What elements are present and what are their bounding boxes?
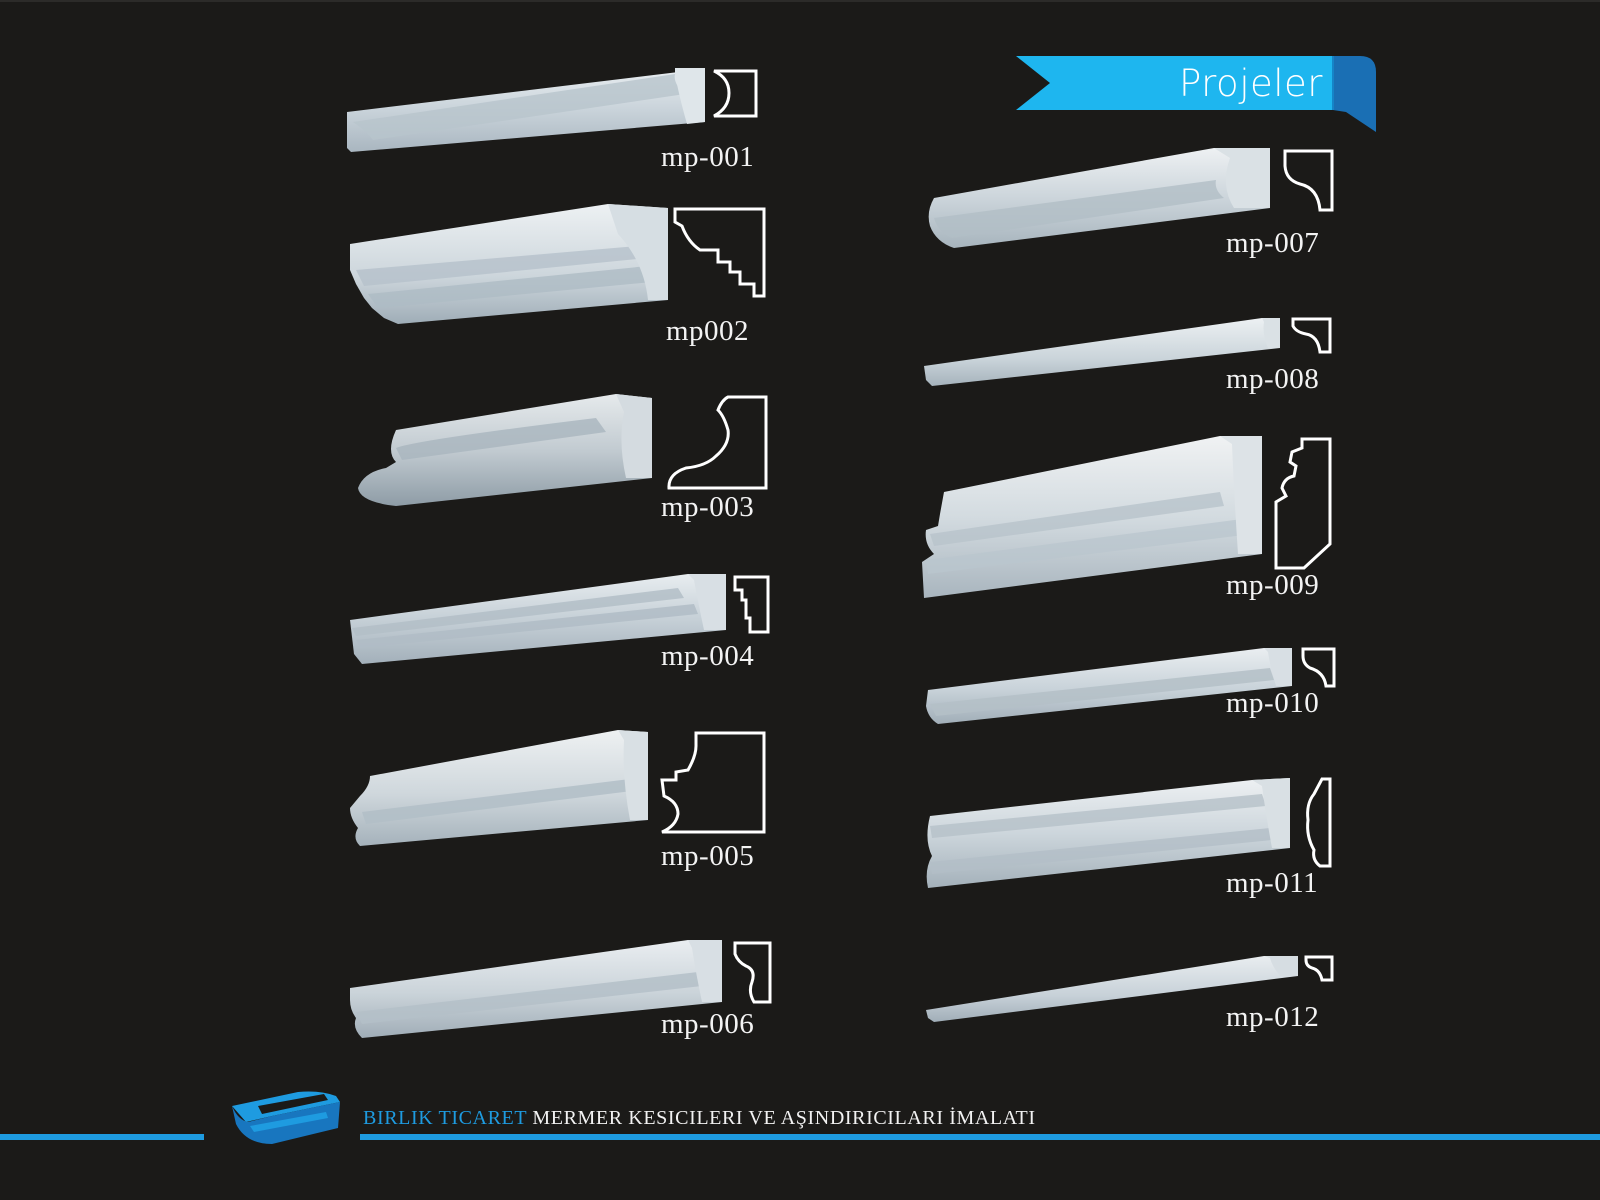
footer-line-left: [0, 1134, 204, 1140]
profile-mp-002-icon: [673, 207, 766, 298]
molding-mp-008-image: [924, 318, 1280, 386]
birlik-logo-icon: [232, 1091, 340, 1144]
product-code-mp-006: mp-006: [661, 1008, 755, 1040]
molding-mp-007-image: [928, 148, 1270, 248]
top-rule: [0, 0, 1600, 2]
projects-banner: Projeler: [1016, 54, 1376, 134]
molding-mp-002-image: [350, 204, 668, 324]
profile-mp-001-icon: [713, 69, 758, 118]
molding-mp-012-image: [926, 956, 1298, 1022]
profile-mp-009-icon: [1274, 437, 1332, 570]
profile-mp-010-icon: [1301, 647, 1336, 688]
footer-tagline: MERMER KESICILERI VE AŞINDIRICILARI İMAL…: [532, 1107, 1036, 1129]
molding-mp-009-image: [922, 436, 1262, 598]
product-code-mp-003: mp-003: [661, 491, 755, 523]
product-code-mp-001: mp-001: [661, 141, 755, 173]
product-code-mp-008: mp-008: [1226, 363, 1320, 395]
product-code-mp-009: mp-009: [1226, 569, 1320, 601]
footer-brand-birlik: BIRLIK: [363, 1107, 434, 1129]
profile-mp-011-icon: [1306, 777, 1332, 868]
product-code-mp-005: mp-005: [661, 840, 755, 872]
profile-mp-003-icon: [667, 395, 768, 490]
profile-mp-005-icon: [660, 731, 766, 834]
profile-mp-007-icon: [1283, 149, 1334, 212]
footer-company-line: BIRLIK TICARET MERMER KESICILERI VE AŞIN…: [363, 1107, 1036, 1130]
product-code-mp002: mp002: [666, 315, 750, 347]
molding-mp-001-image: [347, 68, 705, 152]
molding-mp-011-image: [926, 778, 1290, 888]
footer-line-right: [360, 1134, 1600, 1140]
molding-mp-004-image: [350, 574, 726, 664]
profile-mp-006-icon: [733, 941, 772, 1004]
banner-ribbon-icon: [1016, 56, 1376, 132]
molding-mp-005-image: [350, 730, 648, 846]
product-code-mp-004: mp-004: [661, 640, 755, 672]
molding-mp-003-image: [358, 394, 652, 506]
product-code-mp-011: mp-011: [1226, 867, 1319, 899]
product-code-mp-010: mp-010: [1226, 687, 1320, 719]
product-code-mp-012: mp-012: [1226, 1001, 1320, 1033]
profile-mp-004-icon: [733, 575, 770, 634]
molding-mp-006-image: [350, 940, 722, 1038]
profile-mp-012-icon: [1304, 955, 1334, 982]
footer-brand-ticaret: TICARET: [438, 1107, 527, 1129]
molding-mp-010-image: [926, 648, 1292, 724]
profile-mp-008-icon: [1291, 317, 1332, 354]
banner-title: Projeler: [1179, 62, 1323, 105]
product-code-mp-007: mp-007: [1226, 227, 1320, 259]
